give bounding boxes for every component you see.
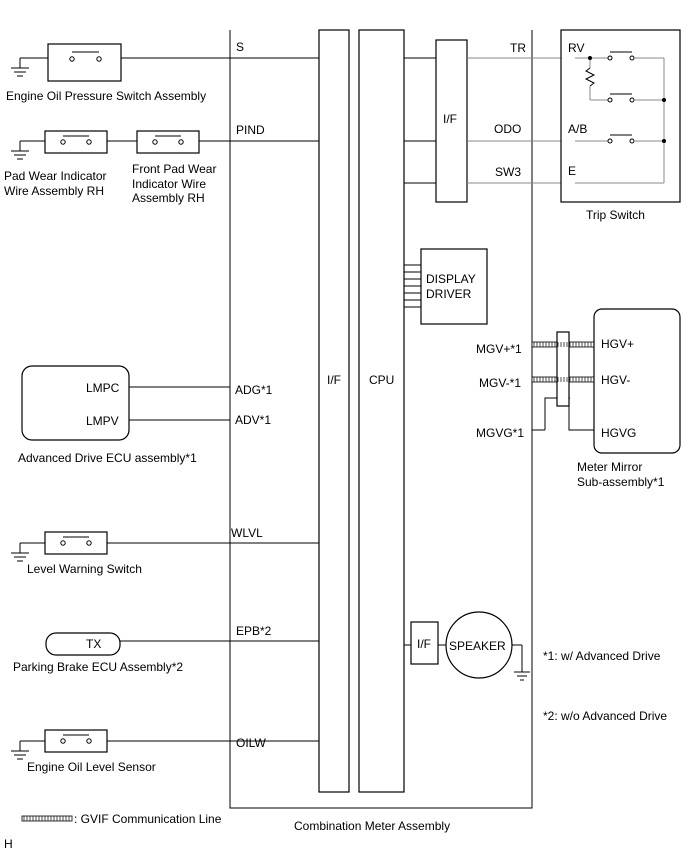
engine-oil-pressure-switch	[11, 43, 230, 82]
advanced-drive-ecu	[21, 365, 230, 441]
front-pad-wear-label-3: Assembly RH	[132, 191, 205, 205]
display-driver-label-1: DISPLAY	[426, 272, 476, 286]
terminal-pind: PIND	[236, 123, 265, 137]
rv-label: RV	[568, 41, 584, 55]
terminal-sw3: SW3	[495, 165, 521, 179]
combination-meter-outline	[229, 30, 533, 809]
pad-wear-rh-label-1: Pad Wear Indicator	[4, 169, 107, 183]
display-driver-label-2: DRIVER	[426, 287, 472, 301]
lmpc-label: LMPC	[86, 381, 120, 395]
trip-switch	[560, 29, 681, 203]
combination-meter-label: Combination Meter Assembly	[294, 819, 450, 833]
hgvg-label: HGVG	[601, 426, 636, 440]
speaker-label: SPEAKER	[449, 639, 506, 653]
engine-oil-pressure-switch-label: Engine Oil Pressure Switch Assembly	[6, 89, 206, 103]
note-1: *1: w/ Advanced Drive	[543, 649, 661, 663]
advanced-drive-ecu-label: Advanced Drive ECU assembly*1	[18, 451, 197, 465]
e-label: E	[568, 164, 576, 178]
tx-label: TX	[86, 637, 101, 651]
terminal-mgvg: MGVG*1	[476, 426, 524, 440]
terminal-mgv-minus: MGV-*1	[479, 376, 521, 390]
terminal-oilw: OILW	[236, 736, 266, 750]
terminal-s: S	[236, 40, 244, 54]
cpu-column	[358, 29, 405, 793]
level-warning-switch	[11, 531, 230, 562]
note-2: *2: w/o Advanced Drive	[543, 709, 667, 723]
hgv-minus-label: HGV-	[601, 373, 630, 387]
display-driver	[404, 248, 488, 325]
front-pad-wear-label-2: Indicator Wire	[132, 177, 206, 191]
lmpv-label: LMPV	[86, 414, 119, 428]
meter-mirror	[593, 308, 681, 454]
meter-mirror-label-1: Meter Mirror	[577, 460, 642, 474]
level-warning-switch-label: Level Warning Switch	[27, 562, 142, 576]
pad-wear-indicator-rh	[11, 130, 137, 160]
front-pad-wear-label-1: Front Pad Wear	[132, 162, 216, 176]
speaker-if-label: I/F	[417, 637, 431, 651]
terminal-epb: EPB*2	[236, 624, 272, 638]
cpu-column-label: CPU	[369, 373, 394, 387]
meter-mirror-label-2: Sub-assembly*1	[577, 475, 665, 489]
speaker-circuit	[404, 611, 530, 681]
if-column	[318, 29, 350, 793]
terminal-adv: ADV*1	[235, 413, 271, 427]
terminal-adg: ADG*1	[235, 383, 273, 397]
trip-if-label: I/F	[443, 112, 457, 126]
gvif-legend-symbol	[21, 815, 73, 822]
corner-mark: H	[4, 837, 13, 851]
if-column-label: I/F	[327, 373, 341, 387]
parking-brake-ecu-label: Parking Brake ECU Assembly*2	[13, 660, 183, 674]
front-pad-wear-indicator-rh	[136, 130, 230, 154]
terminal-mgv-plus: MGV+*1	[476, 342, 522, 356]
parking-brake-ecu	[45, 632, 230, 656]
trip-if-box	[435, 39, 468, 203]
ab-label: A/B	[568, 122, 587, 136]
engine-oil-level-sensor-label: Engine Oil Level Sensor	[27, 760, 156, 774]
terminal-odo: ODO	[494, 122, 521, 136]
trip-switch-label: Trip Switch	[586, 208, 645, 222]
gvif-legend-label: : GVIF Communication Line	[74, 812, 222, 826]
terminal-wlvl: WLVL	[231, 526, 263, 540]
terminal-tr: TR	[510, 41, 526, 55]
engine-oil-level-sensor	[11, 729, 230, 760]
hgv-plus-label: HGV+	[601, 337, 634, 351]
pad-wear-rh-label-2: Wire Assembly RH	[4, 184, 104, 198]
